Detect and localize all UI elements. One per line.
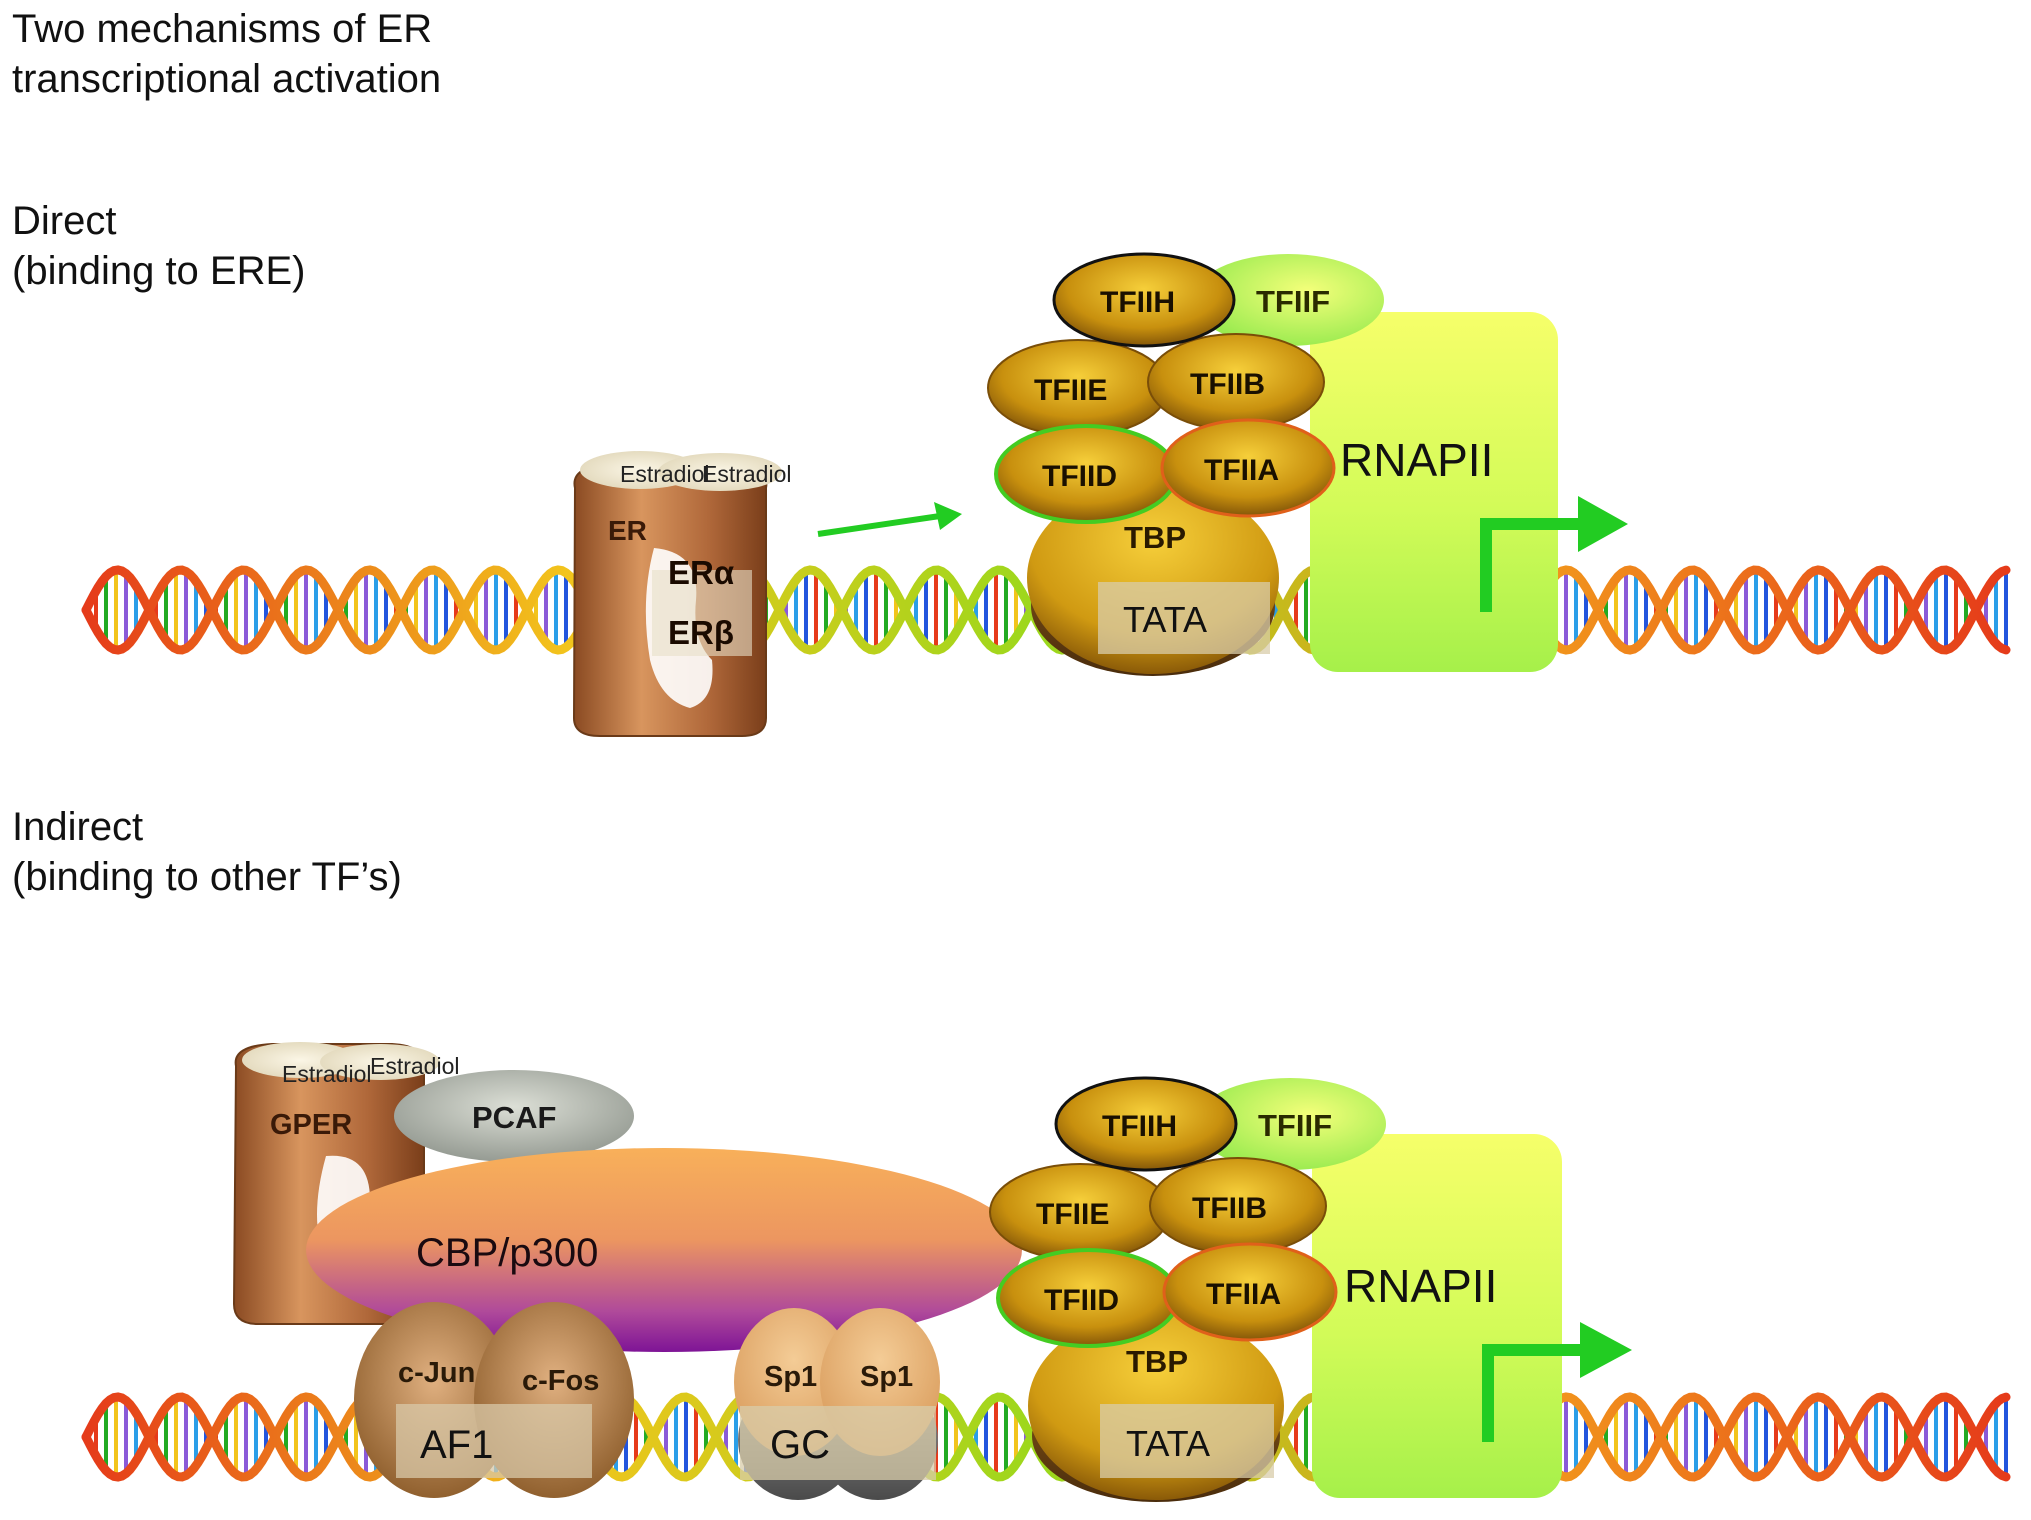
indirect-tata-box xyxy=(1100,1404,1274,1478)
direct-rnapii-label: RNAPII xyxy=(1340,434,1493,486)
direct-tfiia-label: TFIIA xyxy=(1204,454,1279,487)
estradiol-ligand-right xyxy=(658,453,782,491)
cbp-p300-label: CBP/p300 xyxy=(416,1231,598,1275)
indirect-tbp-label: TBP xyxy=(1126,1344,1188,1379)
indirect-subheading: (binding to other TF’s) xyxy=(12,855,402,899)
er-alpha-label: ERα xyxy=(668,554,734,591)
estradiol-ligand-right-indirect xyxy=(320,1044,440,1080)
er-beta-label: ERβ xyxy=(668,614,734,651)
indirect-tata-label: TATA xyxy=(1126,1423,1210,1464)
figure-title-line-1: Two mechanisms of ER xyxy=(12,7,433,51)
direct-subheading: (binding to ERE) xyxy=(12,249,306,293)
er-label: ER xyxy=(608,515,647,546)
direct-estradiol-label-1: Estradiol xyxy=(620,461,709,487)
direct-tata-box xyxy=(1098,582,1270,654)
figure-title-line-2: transcriptional activation xyxy=(12,57,442,101)
direct-heading: Direct xyxy=(12,199,117,243)
direct-tata-label: TATA xyxy=(1123,599,1207,640)
pcaf-label: PCAF xyxy=(472,1100,556,1135)
indirect-tfiif-label: TFIIF xyxy=(1258,1108,1332,1143)
indirect-heading: Indirect xyxy=(12,805,144,849)
indirect-tfiie-label: TFIIE xyxy=(1036,1198,1109,1231)
direct-panel: Estradiol Estradiol ER ERα ERβ RNAPII TA… xyxy=(572,252,1628,737)
activation-arrow xyxy=(817,502,962,537)
direct-rnapii-complex xyxy=(1310,312,1558,672)
indirect-rnapii-complex xyxy=(1312,1134,1562,1498)
gc-label: GC xyxy=(770,1423,830,1467)
indirect-tfiif xyxy=(1194,1078,1386,1170)
er-receptor xyxy=(572,463,768,737)
sp1-right-label: Sp1 xyxy=(860,1361,913,1393)
direct-tbp-label: TBP xyxy=(1124,520,1186,555)
indirect-rnapii-label: RNAPII xyxy=(1344,1260,1497,1312)
direct-tfiif xyxy=(1192,254,1384,346)
indirect-tfiih xyxy=(1054,1076,1238,1172)
indirect-estradiol-label-2: Estradiol xyxy=(370,1053,459,1079)
indirect-estradiol-label-1: Estradiol xyxy=(282,1061,371,1087)
indirect-tfiib-label: TFIIB xyxy=(1192,1192,1267,1225)
direct-tfiih-label: TFIIH xyxy=(1100,286,1175,319)
direct-tfiib-label: TFIIB xyxy=(1190,368,1265,401)
indirect-transcription-start-arrow xyxy=(1482,1322,1632,1442)
indirect-tfiia-label: TFIIA xyxy=(1206,1278,1281,1311)
gper-label: GPER xyxy=(270,1109,352,1141)
sp1-left-label: Sp1 xyxy=(764,1361,817,1393)
indirect-tfiih-label: TFIIH xyxy=(1102,1110,1177,1143)
gc-box xyxy=(740,1406,936,1480)
direct-tfiia xyxy=(1160,418,1336,518)
pcaf xyxy=(394,1070,634,1162)
c-fos-label: c-Fos xyxy=(522,1365,599,1397)
direct-tfiie-label: TFIIE xyxy=(1034,374,1107,407)
direct-tfiid-label: TFIID xyxy=(1042,460,1117,493)
direct-tfiif-label: TFIIF xyxy=(1256,284,1330,319)
af1-element xyxy=(396,1404,592,1478)
direct-estradiol-label-2: Estradiol xyxy=(702,461,791,487)
indirect-panel: Estradiol Estradiol GPER PCAF CBP/p300 c… xyxy=(232,1042,1632,1502)
c-jun-label: c-Jun xyxy=(398,1357,475,1389)
af1-label: AF1 xyxy=(420,1423,493,1467)
direct-transcription-start-arrow xyxy=(1480,496,1628,612)
indirect-tfiia xyxy=(1162,1242,1338,1342)
direct-tfiih xyxy=(1052,252,1236,348)
cbp-p300 xyxy=(306,1148,1022,1352)
indirect-tfiid-label: TFIID xyxy=(1044,1284,1119,1317)
